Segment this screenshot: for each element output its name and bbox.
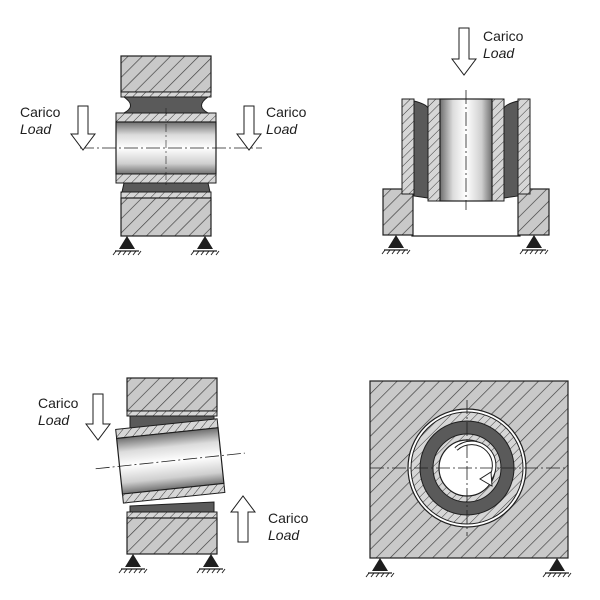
load-arrow-icon bbox=[85, 393, 111, 441]
lower-housing bbox=[126, 517, 218, 555]
diagram-axial-load bbox=[381, 27, 550, 255]
diagram-torsional-load bbox=[365, 380, 572, 578]
load-arrow-icon bbox=[230, 495, 256, 543]
diagram-tilt-load bbox=[85, 377, 256, 574]
diagram-radial-load bbox=[70, 55, 262, 256]
ground-support-icon bbox=[196, 553, 226, 574]
ground-support-icon bbox=[118, 553, 148, 574]
rotation-arrow-head bbox=[479, 471, 493, 487]
load-arrow-icon bbox=[70, 105, 96, 151]
load-arrow-icon bbox=[451, 27, 477, 76]
ground-support-icon bbox=[519, 234, 549, 255]
rubber-left bbox=[413, 100, 429, 199]
inner-sleeve-right bbox=[491, 98, 505, 202]
rotation-arrow-icon bbox=[455, 441, 496, 483]
outer-sleeve-left bbox=[401, 98, 415, 195]
lower-housing bbox=[120, 197, 212, 237]
outer-sleeve-top bbox=[120, 91, 212, 98]
upper-housing bbox=[126, 377, 218, 412]
tilted-shaft-assembly bbox=[95, 418, 245, 504]
load-arrow-icon bbox=[236, 105, 262, 151]
support-block-right bbox=[517, 188, 550, 236]
upper-housing bbox=[120, 55, 212, 93]
support-block-left bbox=[382, 188, 414, 236]
ground-support-icon bbox=[112, 235, 142, 256]
ground-support-icon bbox=[365, 557, 395, 578]
inner-sleeve-left bbox=[427, 98, 441, 202]
outer-sleeve-right bbox=[517, 98, 531, 195]
ground-support-icon bbox=[542, 557, 572, 578]
inner-sleeve-bottom bbox=[121, 482, 226, 504]
outer-sleeve-bottom bbox=[120, 191, 212, 199]
ground-support-icon bbox=[381, 234, 411, 255]
outer-sleeve-top bbox=[126, 410, 218, 417]
outer-sleeve-bottom bbox=[126, 511, 218, 519]
rubber-right bbox=[503, 100, 519, 199]
centerline bbox=[95, 452, 245, 470]
rubber-bottom bbox=[129, 501, 215, 513]
ground-support-icon bbox=[190, 235, 220, 256]
